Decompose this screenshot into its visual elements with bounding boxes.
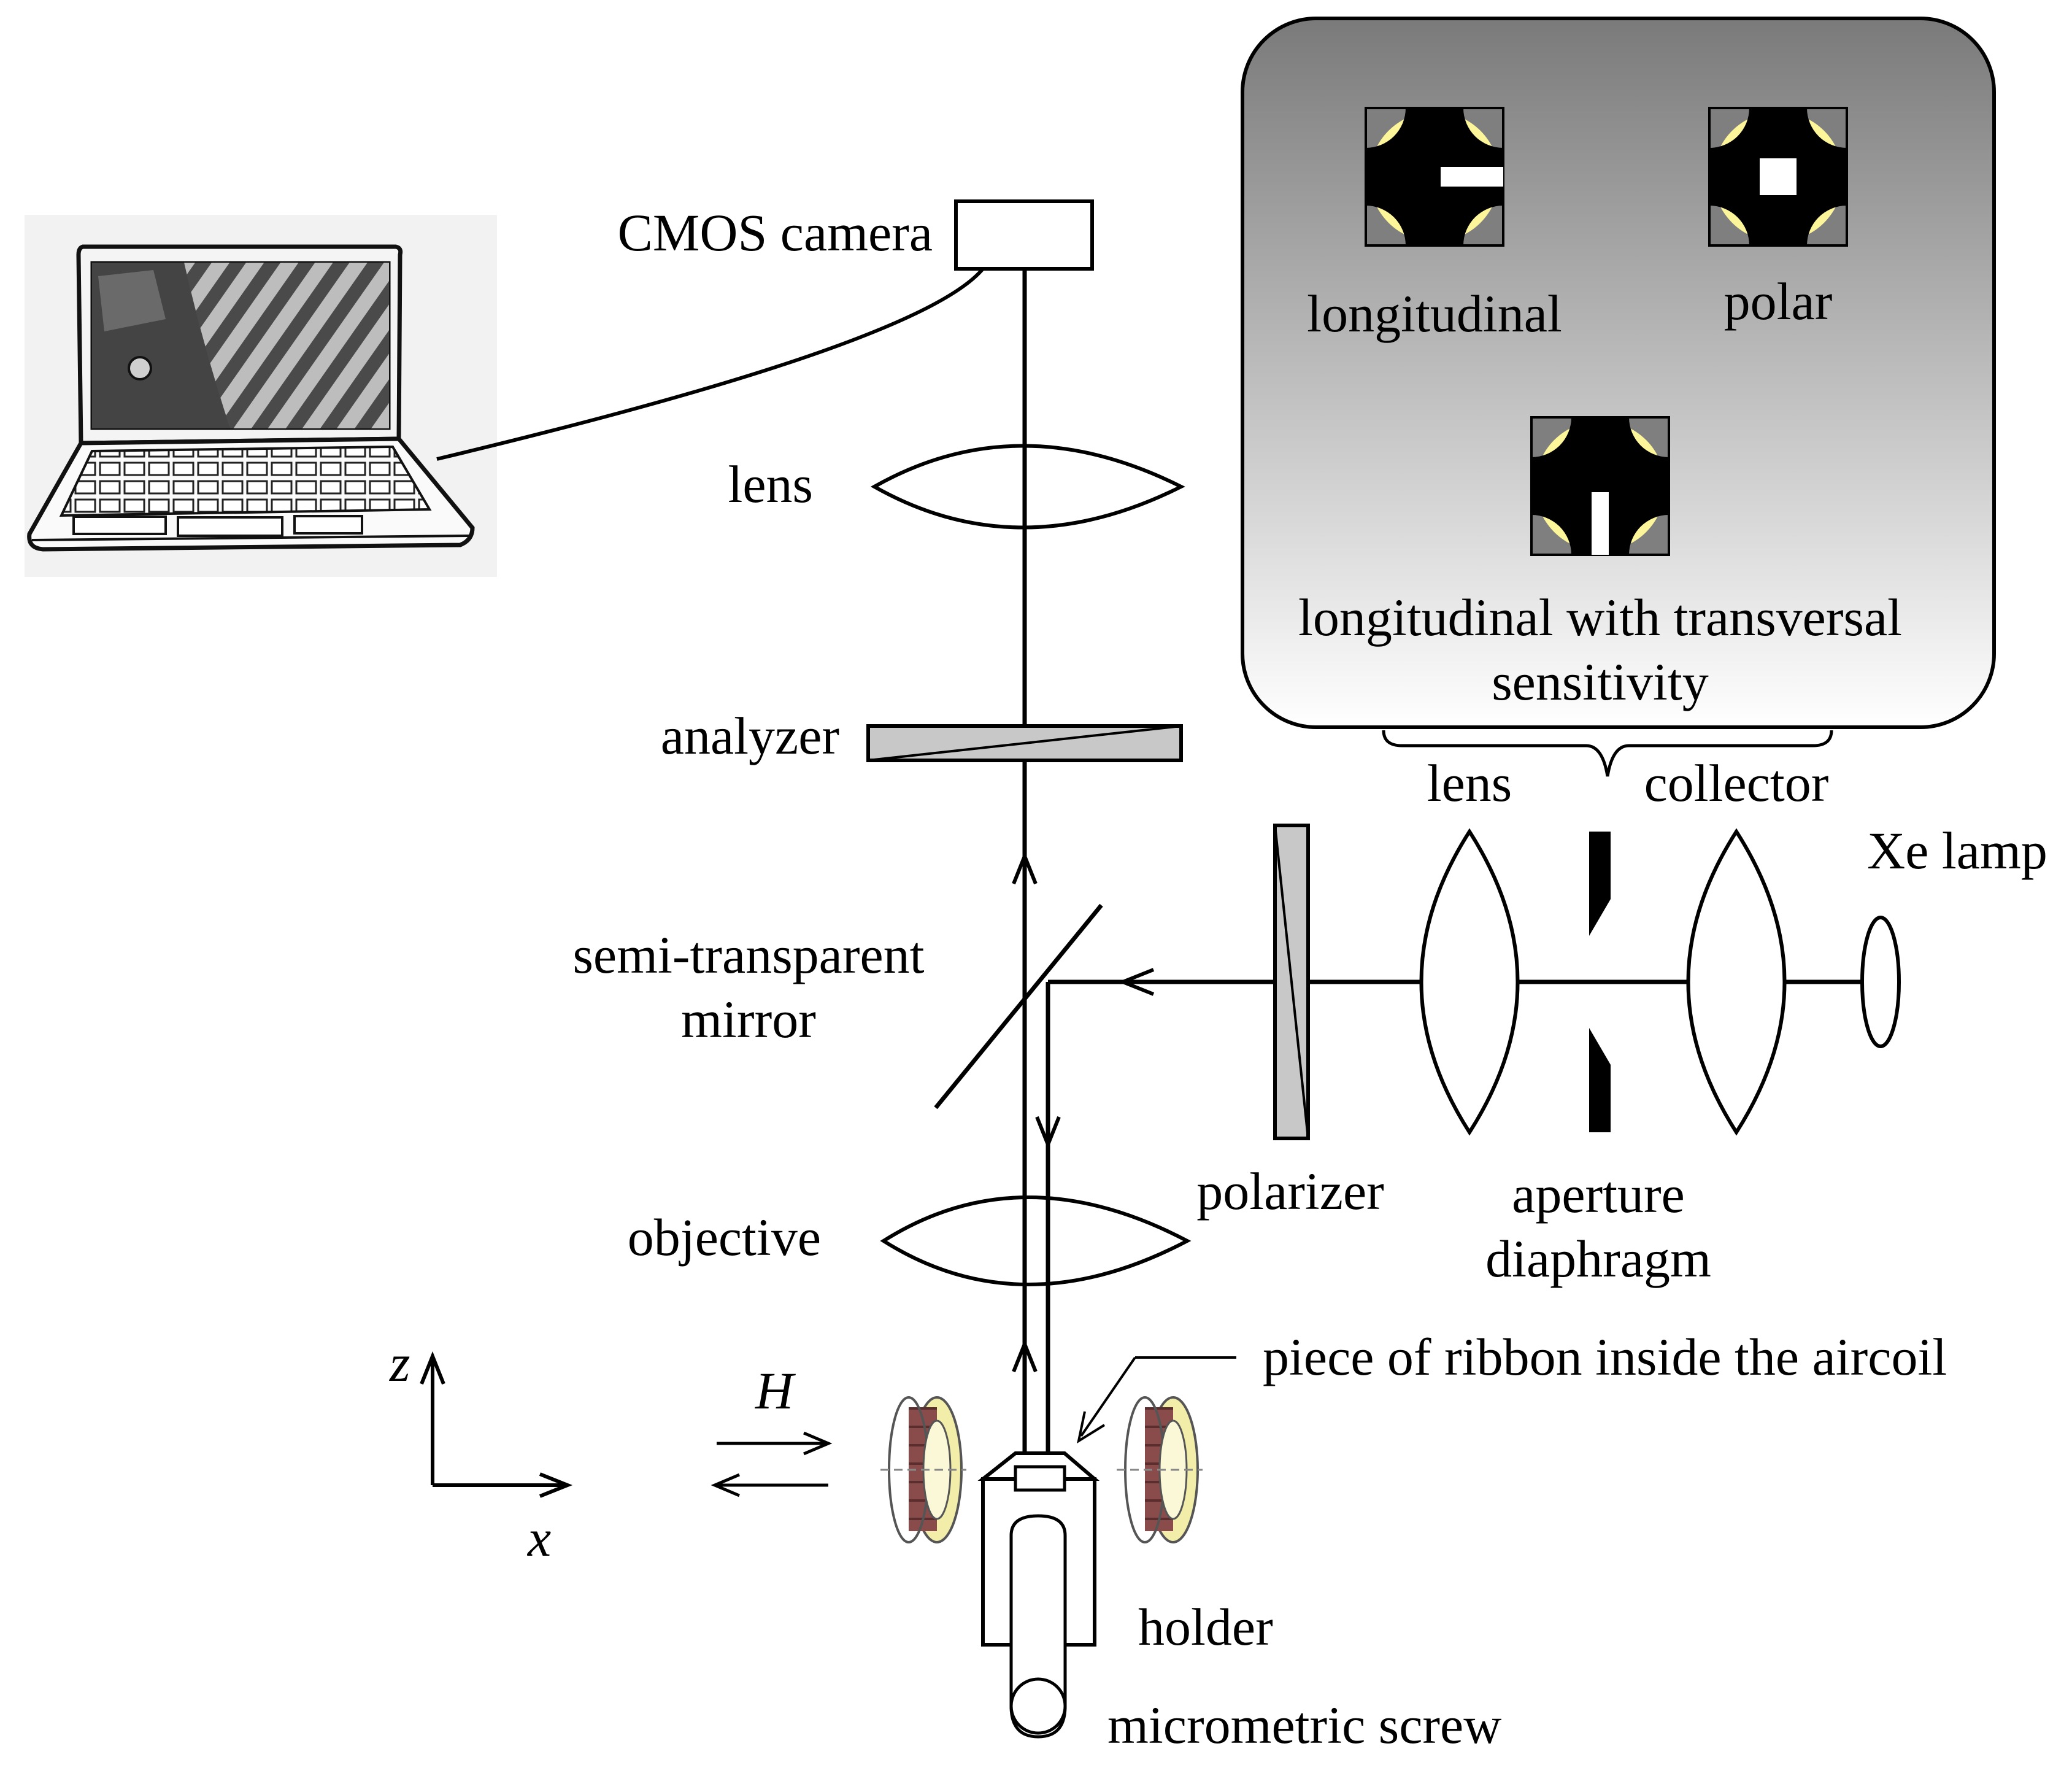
coordinate-axes [420, 1351, 573, 1498]
lens-top [870, 444, 1185, 530]
coil-icon [880, 1396, 966, 1543]
laptop-icon [25, 215, 497, 577]
lens-right-label: lens [1427, 754, 1512, 813]
mirror-label-line2: mirror [681, 990, 816, 1049]
xe-lamp [1860, 916, 1901, 1048]
illumination-arrow [1117, 968, 1155, 996]
beam-up-arrow [1012, 851, 1038, 885]
mirror-label-line1: semi-transparent [572, 925, 924, 984]
micrometric-screw-label: micrometric screw [1107, 1696, 1501, 1755]
field-h-label: H [755, 1361, 796, 1420]
xe-lamp-label: Xe lamp [1867, 821, 2047, 880]
objective-label: objective [628, 1208, 821, 1267]
coil-icon [1117, 1396, 1203, 1543]
micrometric-screw [1009, 1514, 1067, 1739]
ribbon-label: piece of ribbon inside the aircoil [1263, 1327, 1947, 1386]
objective-lens [880, 1195, 1192, 1286]
transversal-label-line2: sensitivity [1492, 652, 1709, 711]
polarizer [1273, 824, 1310, 1140]
analyzer [866, 724, 1183, 762]
semi-transparent-mirror [934, 903, 1103, 1110]
lens-top-label: lens [728, 455, 813, 514]
aperture-transversal-icon [1530, 416, 1670, 556]
collector-lens [1686, 828, 1787, 1136]
ribbon-pointer-arrow [1080, 1356, 1136, 1437]
aperture-diaphragm-top [1589, 832, 1611, 936]
holder-label: holder [1138, 1597, 1273, 1656]
cmos-camera [954, 199, 1094, 271]
beam-up-arrow-lower [1012, 1338, 1038, 1373]
lens-right [1419, 828, 1520, 1136]
aperture-diaphragm-bottom [1589, 1028, 1611, 1132]
analyzer-label: analyzer [661, 706, 839, 765]
axis-z-label: z [389, 1334, 410, 1392]
inset-brace [1382, 730, 1833, 777]
collector-label: collector [1644, 754, 1829, 813]
cmos-camera-label: CMOS camera [618, 203, 933, 262]
longitudinal-label: longitudinal [1307, 284, 1562, 343]
camera-cable [436, 268, 985, 461]
beam-down-arrow [1035, 1116, 1061, 1150]
aperture-label-line1: aperture [1512, 1165, 1685, 1224]
transversal-label-line1: longitudinal with transversal [1298, 588, 1902, 647]
aperture-label-line2: diaphragm [1485, 1229, 1711, 1288]
polarizer-label: polarizer [1196, 1162, 1384, 1221]
aperture-longitudinal-icon [1365, 107, 1504, 247]
polar-label: polar [1724, 272, 1833, 331]
axis-x-label: x [526, 1508, 551, 1567]
aperture-polar-icon [1708, 107, 1848, 247]
